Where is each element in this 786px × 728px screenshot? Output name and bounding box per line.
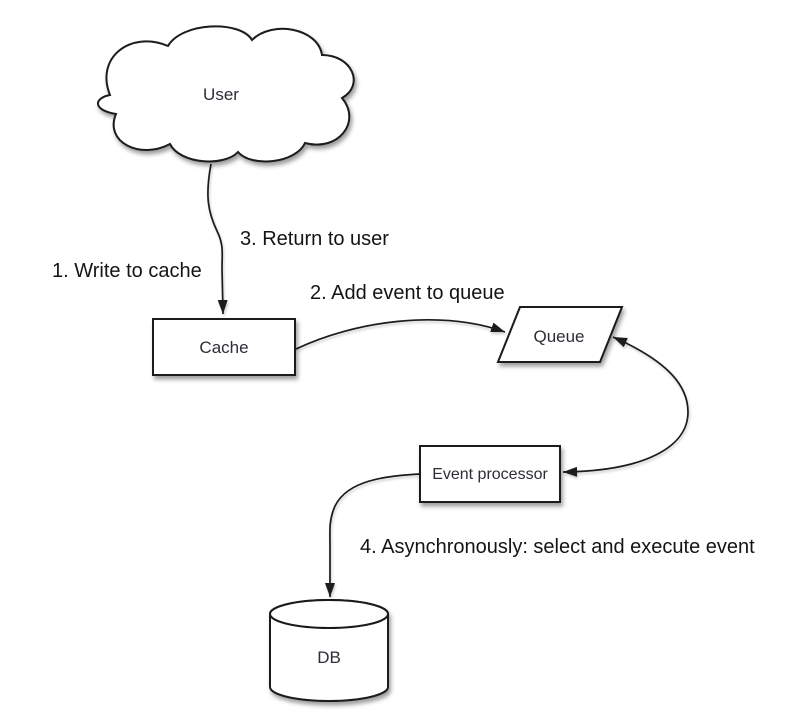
node-db: DB: [269, 599, 389, 702]
node-event-processor: Event processor: [419, 445, 561, 503]
event-processor-label: Event processor: [432, 466, 548, 483]
user-label: User: [203, 85, 239, 104]
node-cache: Cache: [152, 318, 296, 376]
cache-label: Cache: [199, 338, 248, 357]
edge-user-to-cache: [207, 163, 228, 315]
db-label: DB: [317, 648, 341, 667]
edge-queue-to-event-processor: [562, 336, 689, 477]
edges-layer: [207, 163, 689, 597]
queue-label: Queue: [533, 327, 584, 346]
user-cloud-shape: [97, 25, 355, 163]
annotation-step2: 2. Add event to queue: [310, 282, 505, 304]
node-user: User: [97, 25, 355, 163]
annotation-step4: 4. Asynchronously: select and execute ev…: [360, 536, 755, 558]
edge-event-processor-to-db: [325, 473, 421, 597]
edge-cache-to-queue: [295, 319, 506, 350]
queue-parallelogram-shape: [496, 306, 624, 363]
annotation-step3: 3. Return to user: [240, 228, 389, 250]
event-processor-rect-shape: [419, 445, 561, 503]
db-cylinder-top: [269, 599, 389, 629]
annotation-step1: 1. Write to cache: [52, 260, 202, 282]
annotations-layer: 1. Write to cache 3. Return to user 2. A…: [52, 228, 755, 558]
node-queue: Queue: [496, 306, 624, 363]
cache-rect-shape: [152, 318, 296, 376]
